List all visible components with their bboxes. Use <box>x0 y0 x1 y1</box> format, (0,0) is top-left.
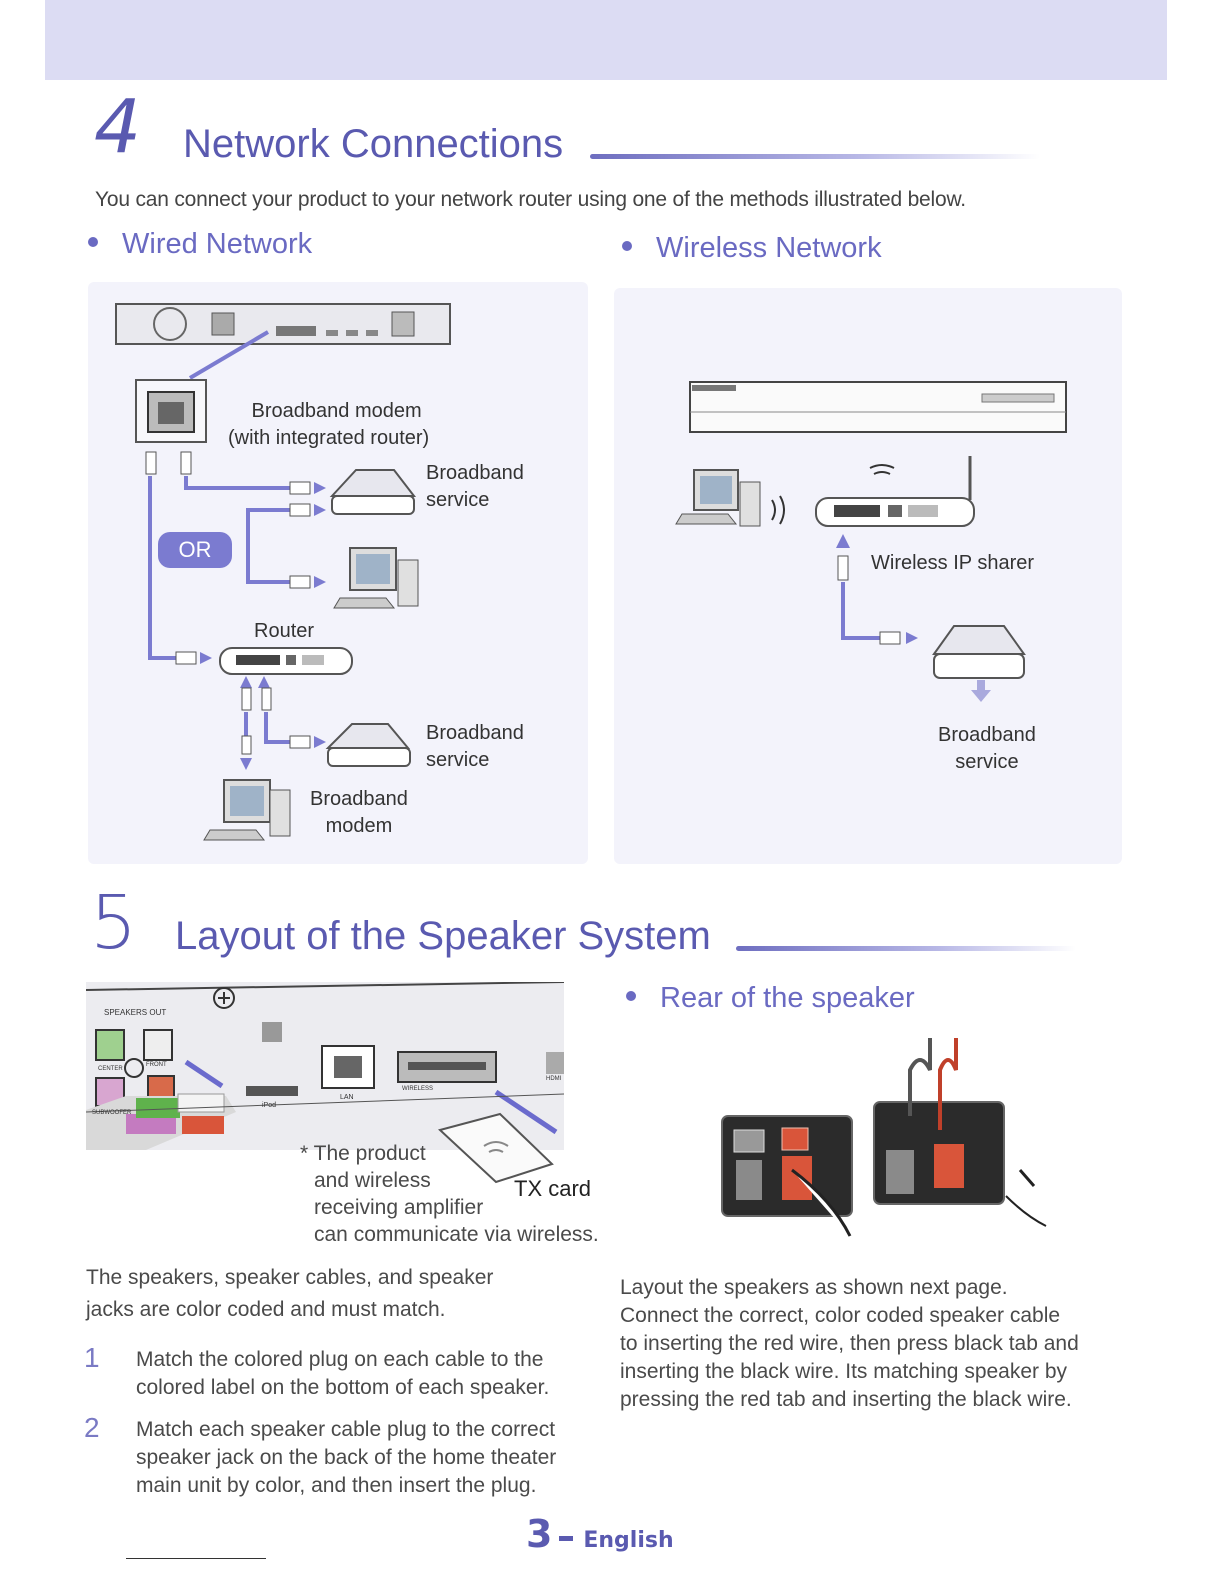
step-text: Match the colored plug on each cable to … <box>136 1348 550 1399</box>
router-label: Router <box>254 620 315 642</box>
footer-language: English <box>583 1528 674 1553</box>
hdmi-label: HDMI <box>546 1076 562 1082</box>
broadband-device-icon <box>329 469 417 515</box>
wireless-note: * The product and wireless receiving amp… <box>300 1142 599 1246</box>
speaker-terminal-right-icon <box>873 1038 1047 1227</box>
broadband-service-label-b: Broadband service <box>426 722 524 771</box>
bullet-icon <box>626 991 636 1002</box>
subwoofer-label: SUBWOOFER <box>92 1110 132 1116</box>
router-icon <box>219 647 353 675</box>
desktop-pc-icon <box>333 547 419 609</box>
tx-card-icon <box>437 1112 554 1184</box>
desktop-pc-icon <box>203 779 291 841</box>
tx-card-label: TX card <box>514 1176 592 1201</box>
broadband-modem-label: Broadband modem <box>310 788 408 837</box>
wireless-broadband-service-label: Broadband service <box>938 724 1036 773</box>
footer: 3 English <box>526 1512 674 1556</box>
section-5-number: 5 <box>90 880 138 966</box>
broadband-device-icon <box>325 723 411 767</box>
or-badge: OR <box>158 532 232 568</box>
wireless-port-label: WIRELESS <box>402 1086 434 1092</box>
front-label: FRONT <box>146 1062 167 1068</box>
main-unit-rear-icon <box>115 303 451 345</box>
header-band <box>45 0 1167 80</box>
section-4-rule <box>590 154 1040 159</box>
step-number: 1 <box>84 1342 100 1373</box>
footer-dash <box>558 1536 573 1542</box>
wireless-network-heading: Wireless Network <box>622 232 882 265</box>
page-number: 3 <box>526 1512 553 1556</box>
laptop-pc-icon <box>675 469 761 527</box>
footer-rule <box>126 1558 266 1559</box>
left-intro-paragraph: The speakers, speaker cables, and speake… <box>86 1266 494 1321</box>
section-4-number: 4 <box>94 84 142 170</box>
step-number: 2 <box>84 1412 100 1443</box>
rear-speaker-heading: Rear of the speaker <box>626 982 915 1015</box>
wireless-router-icon <box>815 456 975 527</box>
section-5-title: Layout of the Speaker System <box>175 914 711 958</box>
wireless-ip-sharer-label: Wireless IP sharer <box>871 552 1035 574</box>
speakers-out-label: SPEAKERS OUT <box>104 1008 167 1017</box>
lan-label: LAN <box>340 1094 354 1101</box>
right-paragraph: Layout the speakers as shown next page. … <box>620 1276 1079 1411</box>
section-4-title: Network Connections <box>183 122 564 166</box>
bullet-icon <box>88 237 98 248</box>
bullet-icon <box>622 241 632 252</box>
rear-panel-art <box>86 982 564 1150</box>
speaker-terminal-left-icon <box>721 1115 853 1237</box>
modem-router-label: Broadband modem (with integrated router) <box>228 400 430 449</box>
section-5-rule <box>736 946 1076 951</box>
broadband-device-icon <box>932 625 1026 679</box>
home-theater-unit-icon <box>689 381 1067 433</box>
center-label: CENTER <box>98 1066 123 1072</box>
broadband-service-label-a: Broadband service <box>426 462 524 511</box>
section-4-intro: You can connect your product to your net… <box>95 188 966 211</box>
ipod-label: iPod <box>262 1102 277 1109</box>
wired-network-heading: Wired Network <box>88 228 312 261</box>
ethernet-port-icon <box>135 379 207 443</box>
step-text: Match each speaker cable plug to the cor… <box>136 1418 557 1497</box>
